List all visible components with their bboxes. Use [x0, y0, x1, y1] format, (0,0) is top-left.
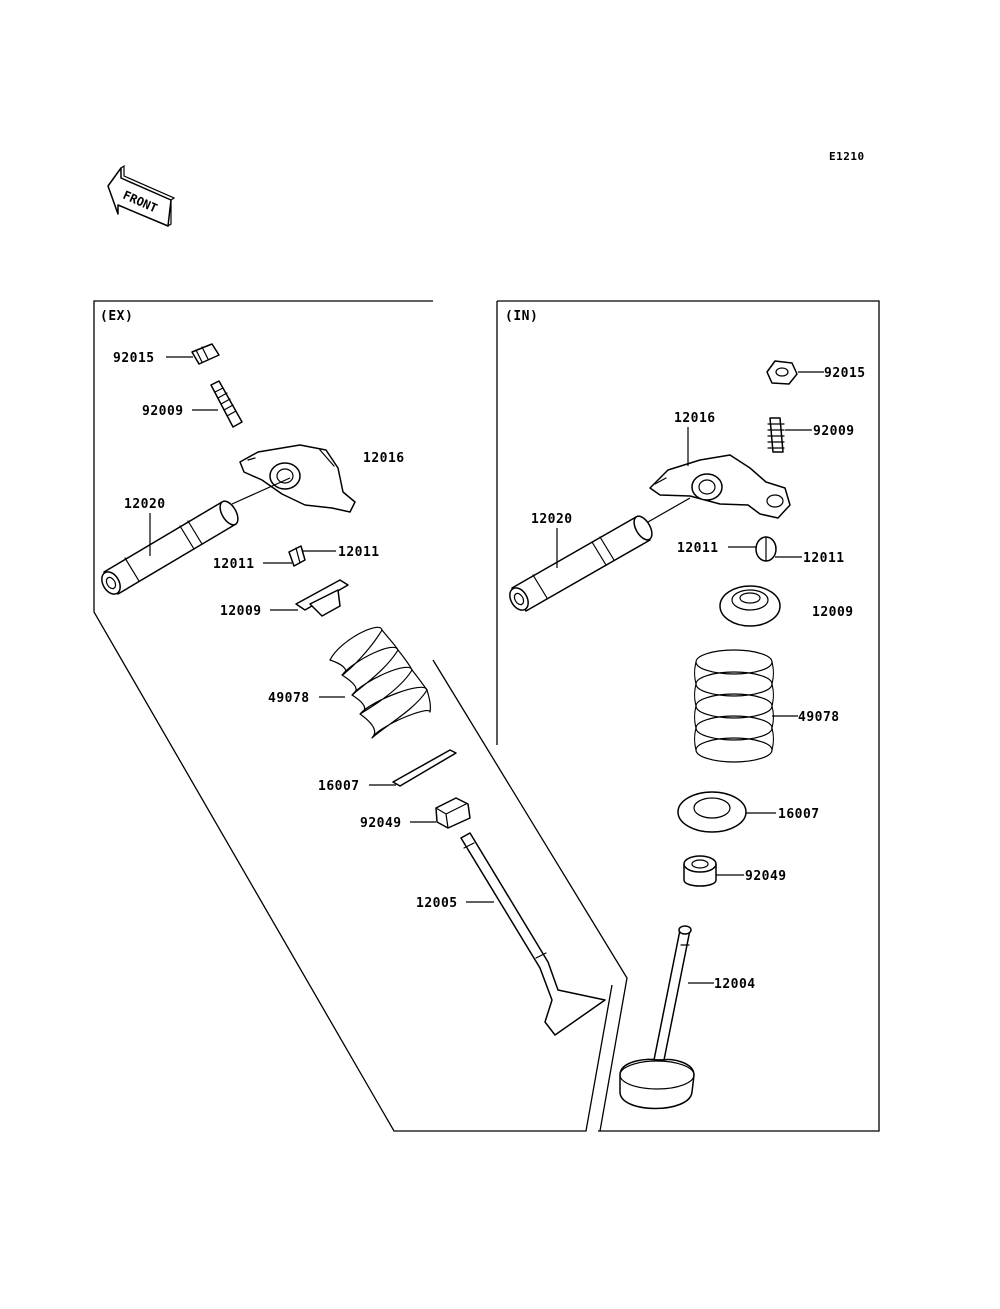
in-16007-seat — [677, 791, 747, 833]
ex-12009-retainer — [295, 579, 349, 617]
in-12011-collet — [755, 536, 777, 562]
in-12020-shaft — [509, 497, 691, 612]
in-49078-label: 49078 — [798, 710, 840, 725]
diagram-code: E1210 — [829, 150, 865, 163]
ex-12005-label: 12005 — [416, 896, 458, 911]
ex-12005-valve — [460, 832, 606, 1036]
in-12020-label: 12020 — [531, 512, 573, 527]
in-12011-left-label: 12011 — [677, 541, 719, 556]
ex-16007-seat — [392, 749, 457, 787]
in-12009-retainer — [719, 585, 781, 627]
in-92009-screw — [767, 417, 785, 453]
ex-92009-label: 92009 — [142, 404, 184, 419]
ex-49078-spring — [329, 626, 431, 739]
ex-16007-label: 16007 — [318, 779, 360, 794]
ex-92049-label: 92049 — [360, 816, 402, 831]
ex-12009-label: 12009 — [220, 604, 262, 619]
ex-panel: (EX) 92015 92009 12016 — [93, 300, 628, 1132]
ex-49078-label: 49078 — [268, 691, 310, 706]
in-12009-label: 12009 — [812, 605, 854, 620]
in-92049-label: 92049 — [745, 869, 787, 884]
in-12011-right-label: 12011 — [803, 551, 845, 566]
ex-12011-collet — [288, 545, 306, 567]
ex-12011-left-label: 12011 — [213, 557, 255, 572]
ex-panel-title: (EX) — [100, 309, 133, 324]
in-12016-rocker-arm — [649, 454, 791, 519]
in-92049-seal — [683, 855, 717, 887]
in-92015-label: 92015 — [824, 366, 866, 381]
in-12004-valve — [619, 925, 695, 1110]
in-panel: (IN) 92015 92009 12016 — [496, 300, 880, 1132]
ex-92015-nut — [191, 343, 220, 365]
ex-92009-screw — [210, 380, 243, 428]
in-92015-nut — [766, 360, 798, 385]
ex-12020-shaft — [101, 500, 239, 595]
in-16007-label: 16007 — [778, 807, 820, 822]
ex-92049-seal — [435, 797, 471, 829]
ex-12016-label: 12016 — [363, 451, 405, 466]
ex-12016-rocker-arm — [239, 444, 356, 513]
ex-12020-label: 12020 — [124, 497, 166, 512]
in-49078-spring — [693, 649, 775, 763]
front-direction-arrow-icon: FRONT — [107, 164, 176, 227]
ex-12011-right-label: 12011 — [338, 545, 380, 560]
in-panel-title: (IN) — [505, 309, 538, 324]
in-12004-label: 12004 — [714, 977, 756, 992]
in-12016-label: 12016 — [674, 411, 716, 426]
in-92009-label: 92009 — [813, 424, 855, 439]
ex-92015-label: 92015 — [113, 351, 155, 366]
